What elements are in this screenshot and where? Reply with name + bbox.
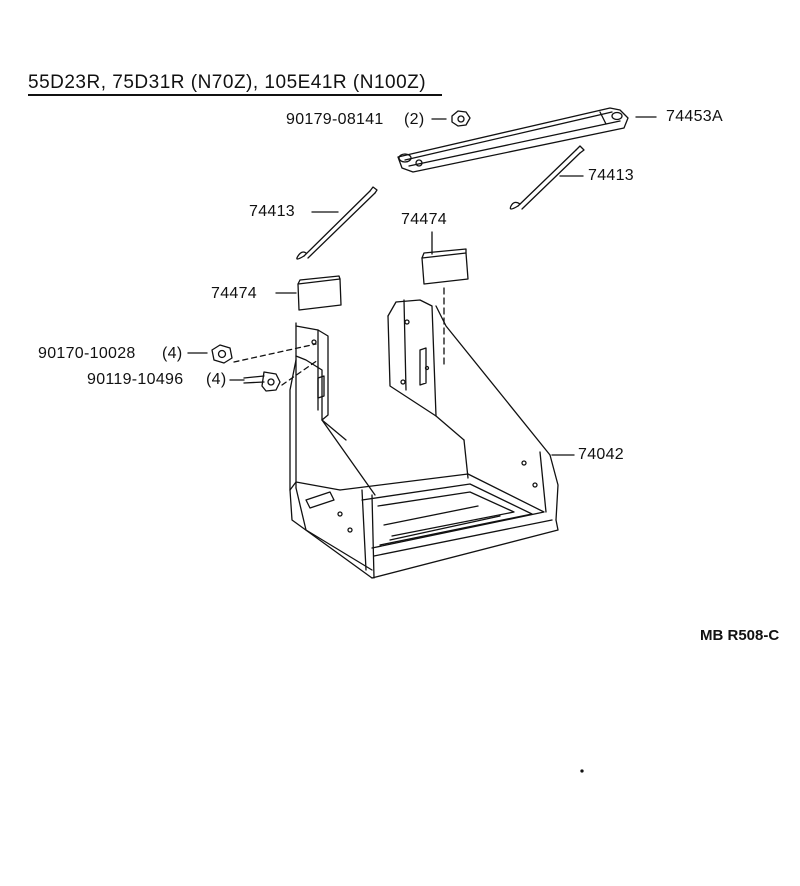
- battery-carrier-shape: [289, 299, 559, 579]
- label-rod-left: 74413: [249, 203, 295, 220]
- side-nut-shape: [211, 344, 233, 364]
- label-side-nut-number: 90170-10028: [38, 345, 136, 362]
- label-side-bolt-qty: (4): [206, 371, 227, 388]
- label-side-nut-qty: (4): [162, 345, 183, 362]
- right-pad-shape: [421, 248, 469, 285]
- side-nut-dashed-guide: [233, 343, 317, 363]
- side-bolt-dashed-guide: [281, 359, 319, 386]
- models-title: 55D23R, 75D31R (N70Z), 105E41R (N100Z): [28, 72, 427, 93]
- left-pad-shape: [297, 275, 342, 311]
- left-hook-rod-shape: [296, 186, 378, 260]
- label-top-nut-number: 90179-08141: [286, 111, 384, 128]
- label-side-bolt-number: 90119-10496: [87, 371, 184, 388]
- right-hook-rod-shape: [509, 145, 585, 210]
- label-battery-carrier: 74042: [578, 446, 624, 463]
- reference-code: MB R508-C: [700, 627, 780, 644]
- label-hold-down-clamp: 74453A: [666, 108, 723, 125]
- label-rod-right: 74413: [588, 167, 634, 184]
- label-pad-right: 74474: [401, 211, 447, 228]
- hold-down-clamp-shape: [397, 107, 629, 173]
- side-bolt-shape: [243, 371, 281, 392]
- top-nut-shape: [451, 110, 471, 127]
- label-top-nut-qty: (2): [404, 111, 425, 128]
- label-pad-left: 74474: [211, 285, 257, 302]
- title-underline: [28, 94, 442, 96]
- scan-speck: [580, 769, 584, 773]
